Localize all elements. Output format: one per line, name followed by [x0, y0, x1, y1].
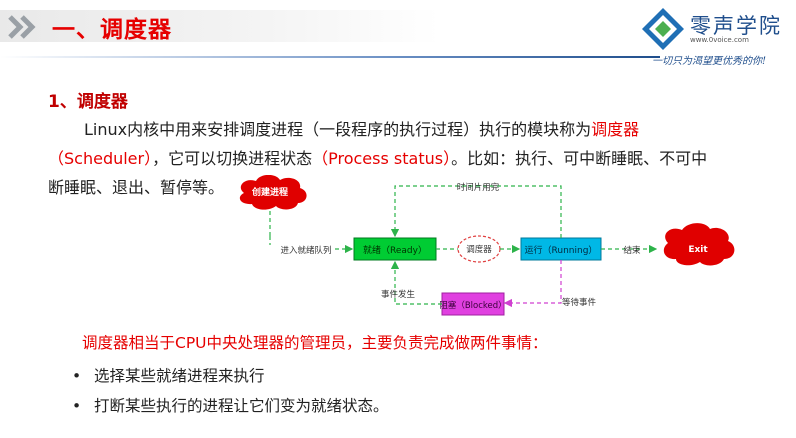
process-state-diagram: 创建进程 进入就绪队列 就绪（Ready） 调度器 运行（Running） 时间… [239, 175, 735, 316]
section-heading: 1、调度器 [48, 92, 128, 112]
chevron-icon [8, 15, 36, 39]
blocked-label: 阻塞（Blocked） [439, 300, 506, 311]
slogan: 一切只为渴望更优秀的你! [652, 56, 767, 67]
bullet-text: 打断某些执行的进程让它们变为就绪状态。 [94, 397, 389, 415]
scheduler-label: 调度器 [466, 244, 492, 255]
title-bar [0, 10, 440, 42]
slide-header: 一、调度器 零声学院 www.0voice.com 一切只为渴望更优秀的你! [0, 0, 796, 67]
para-line2: ，它可以切换进程状态 [152, 149, 313, 168]
time-slice-arrow [390, 185, 562, 238]
header-divider [0, 56, 660, 58]
create-process-cloud: 创建进程 [239, 175, 307, 210]
logo-icon [642, 8, 684, 50]
para-highlight-scheduler-en: （Scheduler） [48, 149, 153, 168]
end-label: 结束 [623, 245, 641, 256]
bullet-text: 选择某些就绪进程来执行 [94, 367, 265, 385]
para-line3: 断睡眠、退出、暂停等。 [48, 178, 225, 197]
logo-name: 零声学院 [690, 14, 782, 38]
enter-queue-label: 进入就绪队列 [280, 245, 331, 256]
event-occurs-arrow [390, 260, 442, 305]
intro-paragraph: Linux内核中用来安排调度进程（一段程序的执行过程）执行的模块称为调度器 （S… [48, 115, 773, 202]
bullet-dot: • [72, 397, 82, 415]
para-highlight-scheduler: 调度器 [591, 120, 640, 139]
wait-event-arrow [503, 260, 562, 308]
exit-label: Exit [688, 245, 708, 255]
exit-cloud: Exit [663, 223, 735, 266]
event-occurs-label: 事件发生 [381, 289, 416, 300]
bullet-item: • 选择某些就绪进程来执行 [72, 364, 265, 386]
slide-title: 一、调度器 [52, 17, 172, 43]
ready-label: 就绪（Ready） [363, 244, 427, 256]
bullet-dot: • [72, 367, 82, 385]
logo-url: www.0voice.com [690, 36, 749, 44]
summary-text: 调度器相当于CPU中央处理器的管理员，主要负责完成做两件事情： [82, 334, 548, 352]
wait-event-label: 等待事件 [562, 297, 597, 308]
para-highlight-process-status: （Process status） [312, 149, 452, 168]
create-process-label: 创建进程 [251, 186, 288, 198]
para-line2-end: 。比如：执行、可中断睡眠、不可中 [451, 149, 708, 168]
para-line1: Linux内核中用来安排调度进程（一段程序的执行过程）执行的模块称为 [84, 120, 592, 139]
bullet-item: • 打断某些执行的进程让它们变为就绪状态。 [72, 394, 389, 416]
time-slice-label: 时间片用完 [457, 182, 500, 193]
running-label: 运行（Running） [525, 244, 598, 256]
